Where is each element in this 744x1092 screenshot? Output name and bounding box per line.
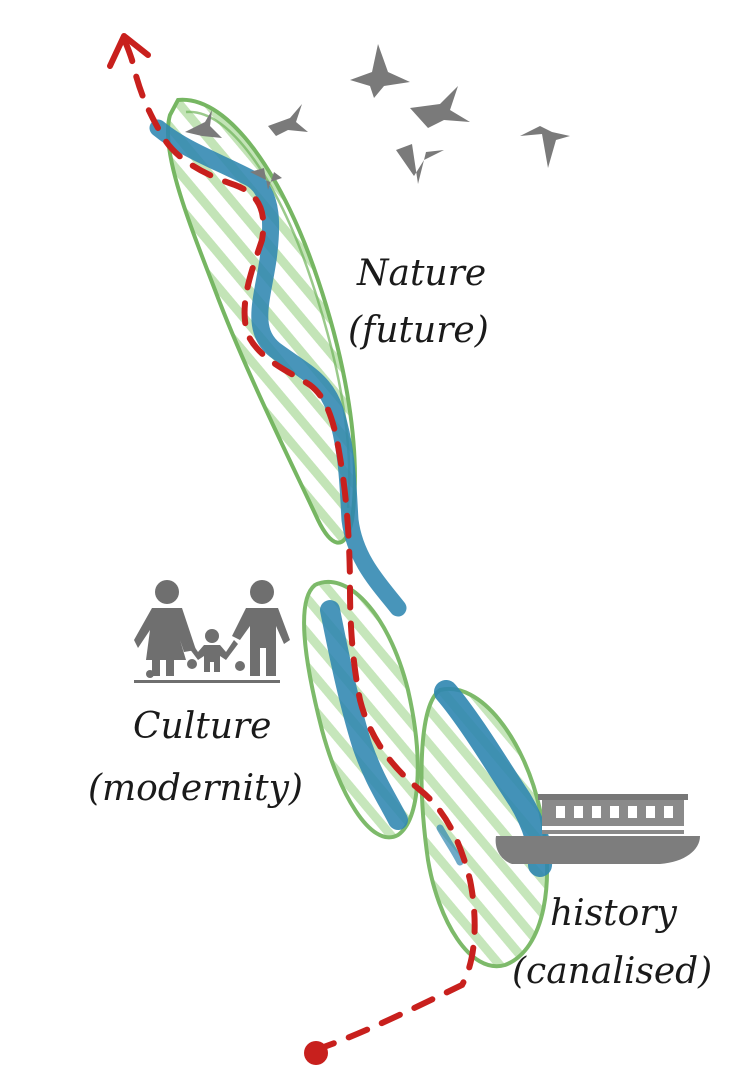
bird-icon xyxy=(185,110,222,138)
family-icon xyxy=(134,580,290,683)
bird-icon xyxy=(350,44,410,98)
mother-body xyxy=(134,608,196,676)
history-sublabel: (canalised) xyxy=(512,951,712,992)
history-label: history xyxy=(550,893,678,934)
flower xyxy=(146,670,154,678)
bird-icon xyxy=(268,104,308,136)
boat-stripe xyxy=(542,826,684,830)
nature-sublabel: (future) xyxy=(348,310,489,351)
boat-windows xyxy=(556,806,673,818)
father-head xyxy=(250,580,274,604)
father-body xyxy=(232,608,290,676)
bird-icon xyxy=(396,144,444,184)
culture-label: Culture xyxy=(133,706,271,747)
arrowhead-icon xyxy=(107,33,151,69)
boat-roof xyxy=(538,794,688,800)
river-lower-tail xyxy=(436,824,464,866)
flower xyxy=(187,659,197,669)
journey-path-line xyxy=(120,37,478,1053)
child-head xyxy=(205,629,219,643)
river-middle xyxy=(320,600,408,830)
flower xyxy=(235,661,245,671)
ground-line xyxy=(134,680,280,683)
culture-sublabel: (modernity) xyxy=(88,768,303,809)
nature-label: Nature xyxy=(356,253,486,294)
child-body xyxy=(186,640,238,672)
bird-icon xyxy=(250,168,282,190)
narrowboat-icon xyxy=(495,794,700,864)
bird-flock-icon xyxy=(185,44,570,190)
start-dot-icon xyxy=(304,1041,328,1065)
bird-icon xyxy=(520,126,570,168)
bird-icon xyxy=(410,86,470,128)
boat-hull xyxy=(495,836,700,864)
mother-head xyxy=(155,580,179,604)
journey-path xyxy=(107,33,478,1065)
